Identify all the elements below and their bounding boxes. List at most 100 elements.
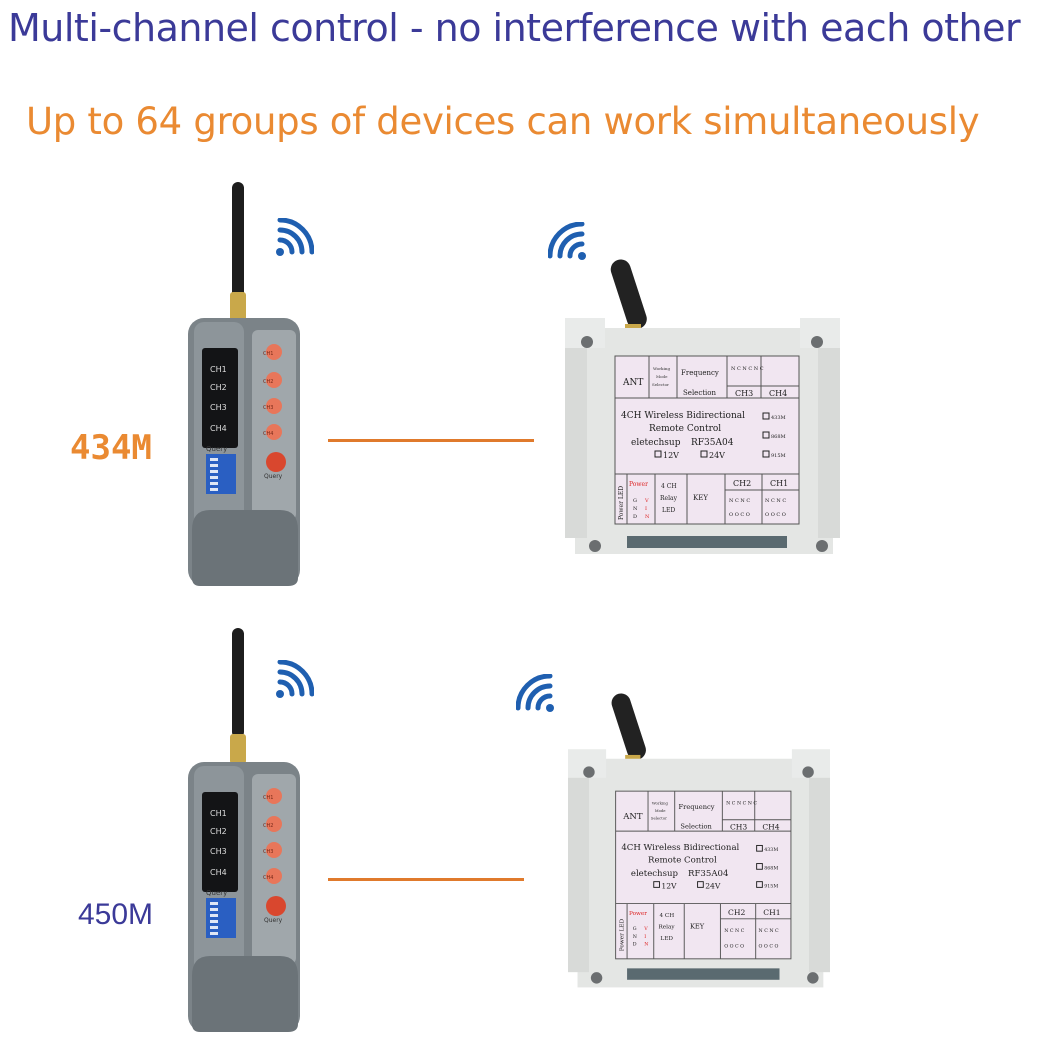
remote-button-ch4[interactable] (266, 868, 282, 884)
voltage-24v: 24V (709, 451, 725, 460)
frequency-label: Frequency (679, 803, 715, 811)
svg-text:N C N C: N C N C (765, 498, 786, 504)
link-line-1 (328, 439, 534, 442)
remote-button-ch3-text: CH3 (263, 849, 273, 855)
ch2-label: CH2 (733, 479, 751, 488)
board-title-line1: 4CH Wireless Bidirectional (621, 843, 739, 853)
svg-text:N C N C: N C N C (759, 928, 779, 934)
remote-button-query[interactable] (266, 452, 286, 472)
remote-ch1-label: CH1 (210, 365, 227, 374)
remote-query-label: Query (206, 889, 227, 897)
working-label: Working (653, 366, 670, 371)
selection-label: Selection (680, 822, 712, 830)
headline: Multi-channel control - no interference … (8, 6, 1021, 50)
wifi-signal-icon (548, 222, 586, 260)
antenna-2 (232, 628, 244, 738)
remote-ch1-label: CH1 (210, 809, 227, 818)
svg-text:G: G (633, 498, 637, 504)
remote-ch4-label: CH4 (210, 424, 227, 433)
frequency-label-450: 450M (78, 898, 154, 931)
remote-button-ch1-text: CH1 (263, 795, 273, 801)
frequency-label-434: 434M (70, 428, 152, 468)
band-868m: 868M (771, 434, 786, 440)
remote-button-ch2[interactable] (266, 816, 282, 832)
remote-button-ch3[interactable] (266, 842, 282, 858)
remote-button-ch2[interactable] (266, 372, 282, 388)
power-label: Power (629, 481, 648, 488)
wifi-signal-icon (276, 218, 314, 256)
svg-text:I: I (644, 934, 646, 940)
band-915m: 915M (764, 883, 778, 889)
svg-text:V: V (644, 498, 649, 504)
svg-text:N: N (633, 506, 638, 512)
link-line-2 (328, 878, 524, 881)
board-title-line2: Remote Control (649, 424, 721, 434)
selection-label: Selection (683, 389, 717, 397)
svg-text:O O C O: O O C O (765, 512, 786, 518)
remote-transmitter-2: CH1 CH2 CH3 CH4 Query CH1 CH2 CH3 CH4 Qu… (188, 628, 300, 1032)
wifi-signal-icon (276, 660, 314, 698)
svg-text:N C N C N C: N C N C N C (726, 800, 757, 806)
remote-button-ch1-text: CH1 (263, 351, 273, 357)
remote-button-ch4-text: CH4 (263, 431, 273, 437)
remote-ch3-label: CH3 (210, 847, 227, 856)
ch2-label: CH2 (728, 908, 745, 917)
power-label: Power (629, 911, 647, 917)
svg-text:D: D (633, 941, 637, 947)
svg-text:N: N (644, 941, 648, 947)
svg-text:O O C O: O O C O (729, 512, 750, 518)
voltage-24v: 24V (705, 881, 721, 890)
band-433m: 433M (764, 847, 778, 853)
remote-button-ch4-text: CH4 (263, 875, 273, 881)
svg-text:N C N C: N C N C (729, 498, 750, 504)
remote-query-label: Query (206, 445, 227, 453)
remote-button-ch2-text: CH2 (263, 379, 273, 385)
selector-label: Selector (652, 382, 669, 387)
mode-label: Mode (655, 808, 667, 813)
ant-label: ANT (622, 378, 643, 388)
board-title-line1: 4CH Wireless Bidirectional (621, 411, 745, 421)
antenna-1 (232, 182, 244, 300)
key-label: KEY (693, 494, 708, 502)
board-model: RF35A04 (691, 438, 734, 448)
remote-button-ch4[interactable] (266, 424, 282, 440)
remote-button-query-text: Query (264, 473, 283, 480)
svg-text:N C N C N C: N C N C N C (731, 366, 764, 372)
svg-text:D: D (633, 514, 637, 520)
remote-button-ch1[interactable] (266, 788, 282, 804)
remote-ch4-label: CH4 (210, 868, 227, 877)
relay-line1: 4 CH (661, 483, 677, 490)
ch3-label: CH3 (735, 389, 753, 398)
remote-ch2-label: CH2 (210, 383, 227, 392)
selector-label: Selector (651, 816, 667, 821)
remote-ch3-label: CH3 (210, 403, 227, 412)
remote-ch2-label: CH2 (210, 827, 227, 836)
remote-button-ch1[interactable] (266, 344, 282, 360)
remote-button-query[interactable] (266, 896, 286, 916)
relay-line2: Relay (659, 924, 676, 930)
voltage-12v: 12V (663, 451, 679, 460)
band-868m: 868M (764, 865, 778, 871)
power-led-label: Power LED (618, 486, 625, 520)
voltage-12v: 12V (661, 881, 677, 890)
svg-text:V: V (643, 926, 648, 932)
svg-text:N: N (645, 514, 650, 520)
board-brand: eletechsup (631, 869, 679, 879)
band-915m: 915M (771, 453, 786, 459)
svg-text:N: N (633, 934, 637, 940)
svg-text:G: G (633, 926, 637, 932)
ch3-label: CH3 (730, 822, 747, 831)
svg-text:I: I (645, 506, 647, 512)
board-brand: eletechsup (631, 438, 681, 448)
mode-label: Mode (656, 374, 668, 379)
svg-text:N C N C: N C N C (724, 928, 744, 934)
receiver-board-1: ANT Working Mode Selector Frequency Sele… (565, 259, 840, 554)
working-label: Working (652, 800, 669, 805)
remote-button-ch2-text: CH2 (263, 823, 273, 829)
board-model: RF35A04 (688, 869, 729, 879)
board-label (615, 790, 792, 960)
ch4-label: CH4 (769, 389, 787, 398)
board-title-line2: Remote Control (648, 856, 717, 866)
key-label: KEY (690, 922, 705, 930)
remote-button-ch3[interactable] (266, 398, 282, 414)
